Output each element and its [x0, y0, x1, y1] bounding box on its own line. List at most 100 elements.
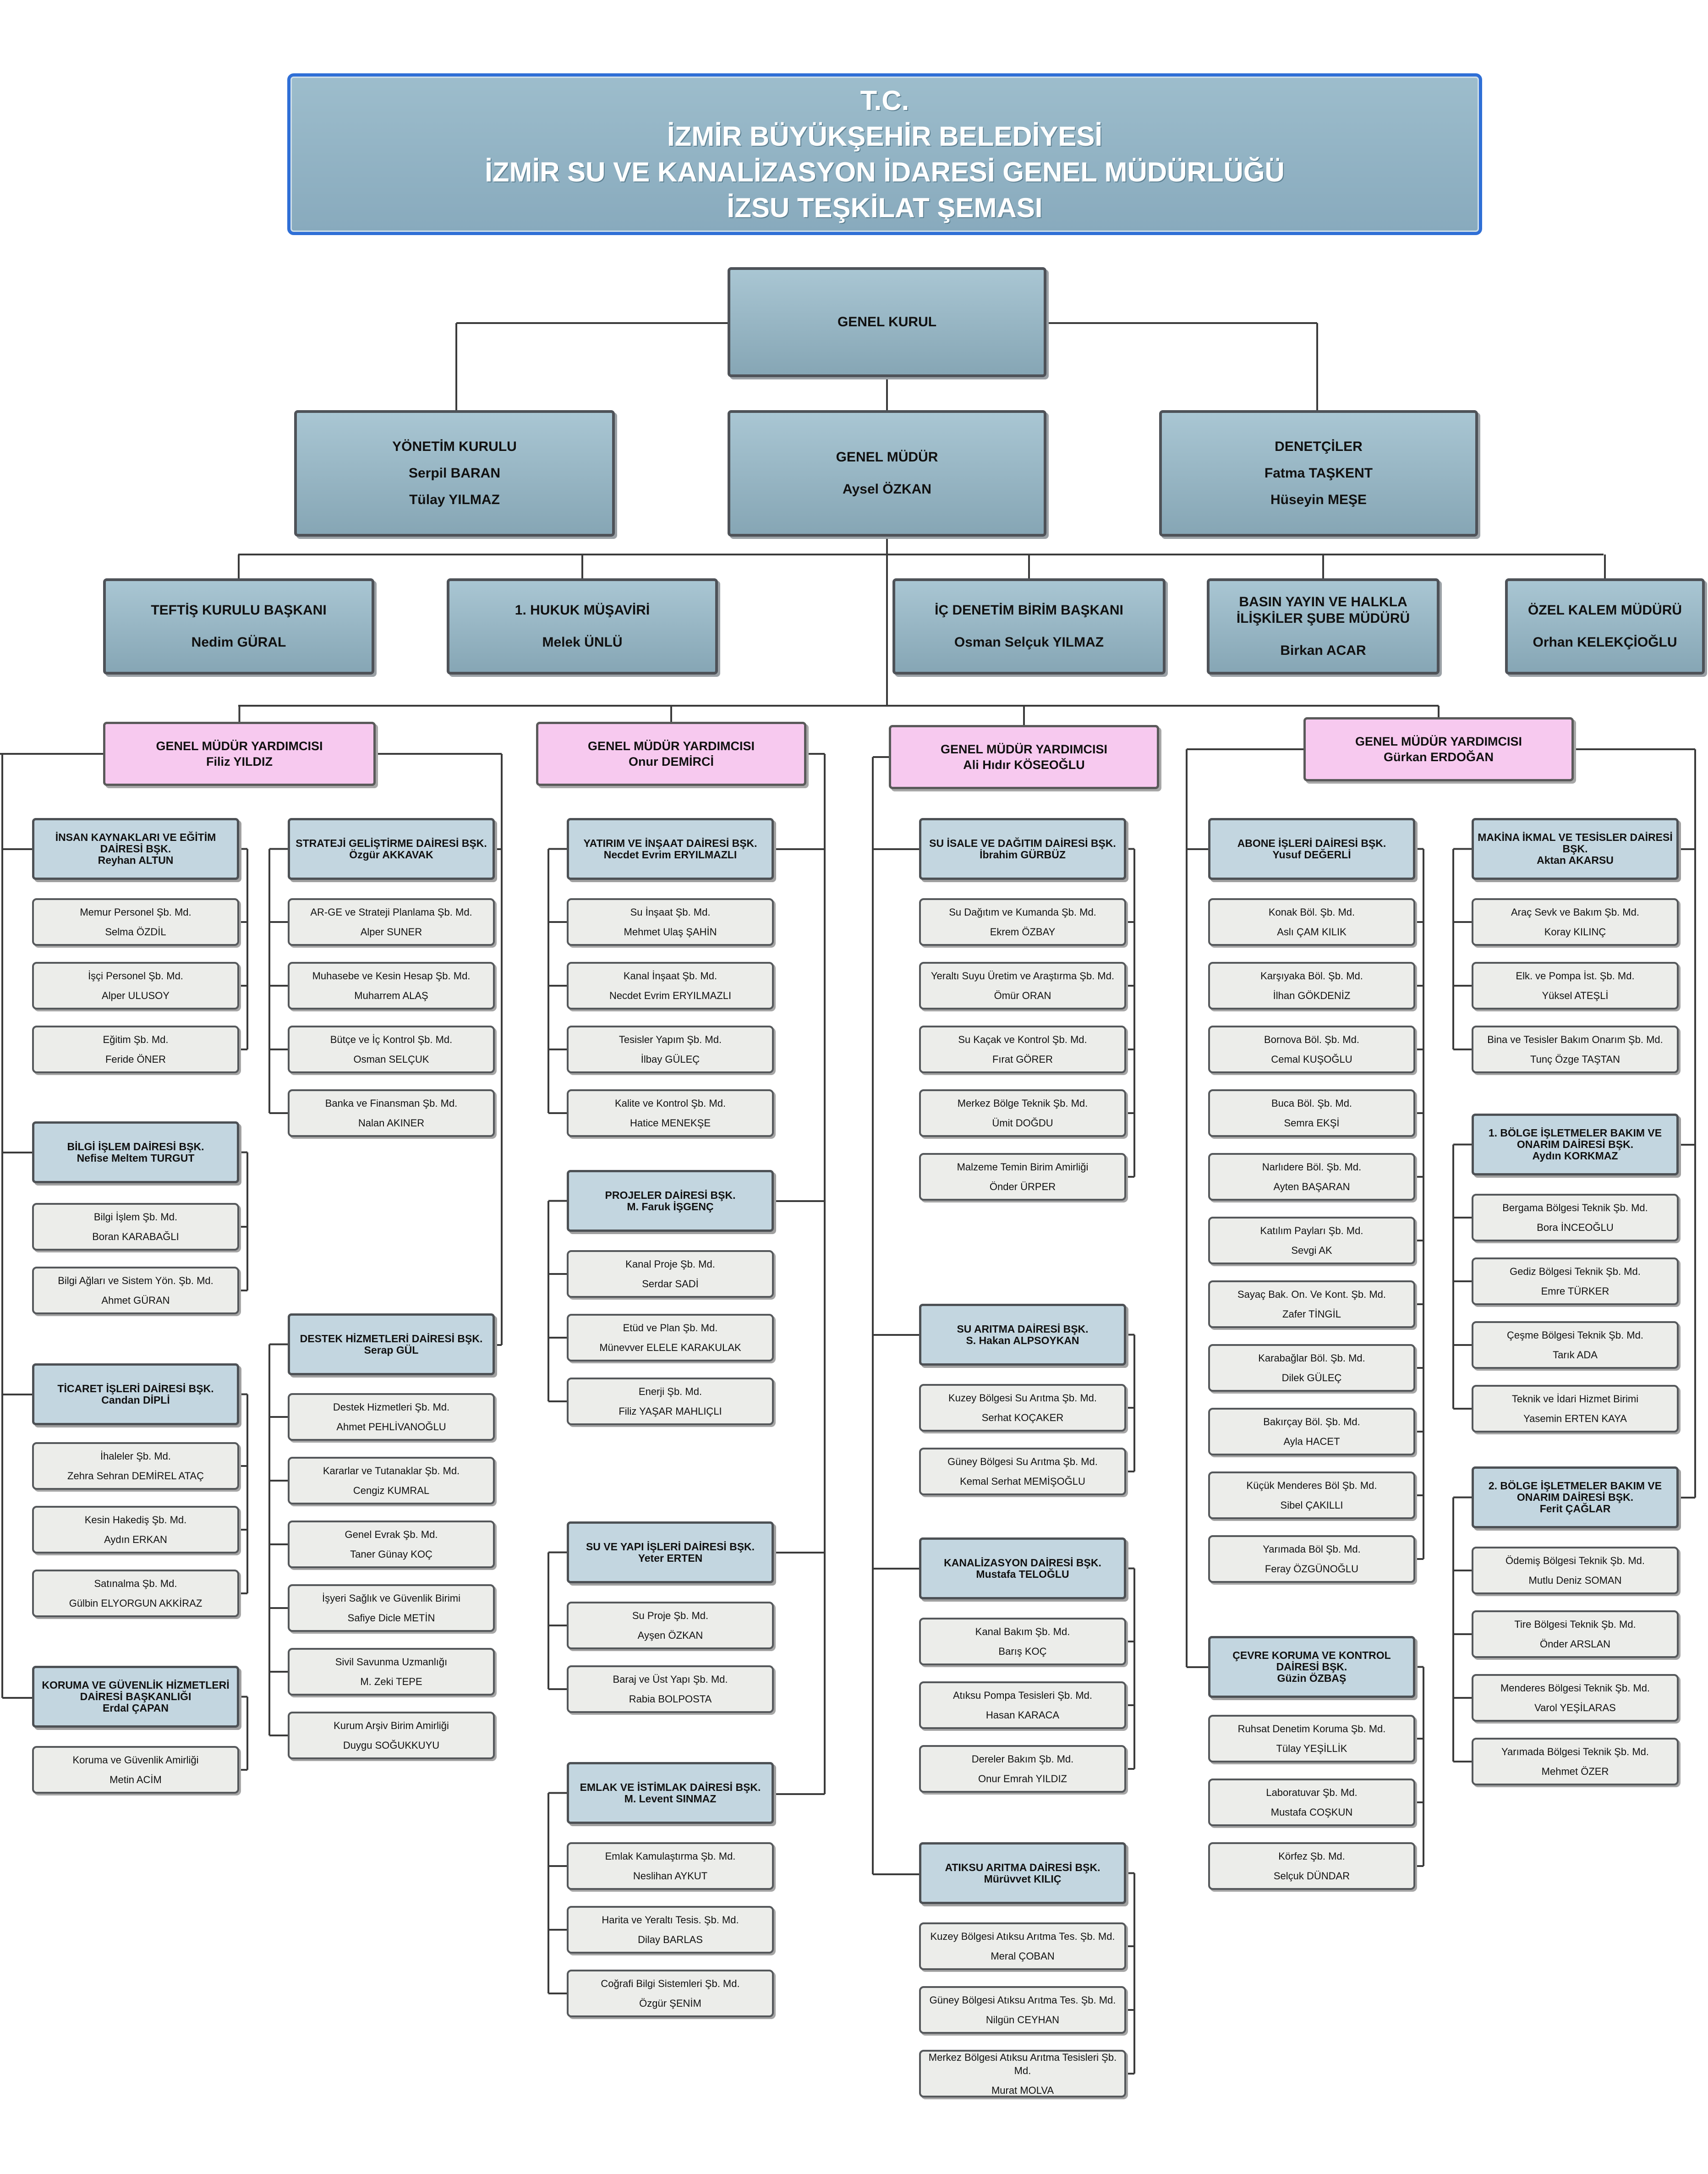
gmy-box-2-title: GENEL MÜDÜR YARDIMCISI — [587, 739, 755, 753]
chart-title: T.C. İZMİR BÜYÜKŞEHİR BELEDİYESİ İZMİR S… — [287, 73, 1482, 235]
unit-box-5-4: Banka ve Finansman Şb. Md. Nalan AKINER — [288, 1089, 495, 1137]
department-box-10-title: EMLAK VE İSTİMLAK DAİRESİ BŞK. — [580, 1781, 761, 1793]
unit-box-12-2-title: Güney Bölgesi Su Arıtma Şb. Md. — [947, 1456, 1098, 1467]
unit-box-12-1-name: Serhat KOÇAKER — [981, 1412, 1064, 1423]
unit-box-1-2-title: İşçi Personel Şb. Md. — [88, 970, 183, 982]
unit-box-5-4-title: Banka ve Finansman Şb. Md. — [325, 1098, 458, 1109]
unit-box-16-1: Ruhsat Denetim Koruma Şb. Md.Tülay YEŞİL… — [1208, 1715, 1415, 1762]
unit-box-6-1-title: Destek Hizmetleri Şb. Md. — [333, 1401, 450, 1413]
unit-box-9-1-title: Su Proje Şb. Md. — [632, 1610, 709, 1621]
unit-box-15-5-title: Narlıdere Böl. Şb. Md. — [1262, 1161, 1362, 1173]
staff-box-4-name: Birkan ACAR — [1280, 643, 1366, 658]
unit-box-5-1: AR-GE ve Strateji Planlama Şb. Md.Alper … — [288, 898, 495, 946]
unit-box-7-2-name: Necdet Evrim ERYILMAZLI — [609, 990, 732, 1001]
department-box-5: STRATEJİ GELİŞTİRME DAİRESİ BŞK.Özgür AK… — [288, 818, 495, 880]
unit-box-6-2-title: Kararlar ve Tutanaklar Şb. Md. — [323, 1465, 460, 1477]
department-box-10-name: M. Levent SINMAZ — [624, 1792, 717, 1805]
department-box-4-title: KORUMA VE GÜVENLİK HİZMETLERİ DAİRESİ BA… — [42, 1679, 230, 1702]
unit-box-18-1-name: Bora İNCEOĞLU — [1537, 1222, 1614, 1233]
unit-box-7-4: Kalite ve Kontrol Şb. Md.Hatice MENEKŞE — [567, 1089, 774, 1137]
department-box-16: ÇEVRE KORUMA VE KONTROL DAİRESİ BŞK.Güzi… — [1208, 1636, 1415, 1698]
unit-box-18-3: Çeşme Bölgesi Teknik Şb. Md.Tarık ADA — [1472, 1321, 1679, 1369]
unit-box-9-2-name: Rabia BOLPOSTA — [629, 1693, 712, 1705]
unit-box-19-4: Yarımada Bölgesi Teknik Şb. Md.Mehmet ÖZ… — [1472, 1738, 1679, 1785]
unit-box-8-3: Enerji Şb. Md.Filiz YAŞAR MAHLIÇLI — [567, 1378, 774, 1425]
staff-box-2-title: 1. HUKUK MÜŞAVİRİ — [515, 603, 650, 618]
unit-box-2-2-name: Ahmet GÜRAN — [101, 1295, 170, 1306]
unit-box-11-4-name: Ümit DOĞDU — [992, 1117, 1053, 1129]
unit-box-10-1-title: Emlak Kamulaştırma Şb. Md. — [605, 1850, 736, 1862]
unit-box-5-4-name: Nalan AKINER — [358, 1117, 425, 1129]
unit-box-13-1: Kanal Bakım Şb. Md.Barış KOÇ — [919, 1618, 1126, 1665]
unit-box-16-1-title: Ruhsat Denetim Koruma Şb. Md. — [1237, 1723, 1386, 1735]
unit-box-11-5-name: Önder ÜRPER — [989, 1181, 1056, 1192]
unit-box-16-2-title: Laboratuvar Şb. Md. — [1266, 1787, 1358, 1798]
unit-box-14-3: Merkez Bölgesi Atıksu Arıtma Tesisleri Ş… — [919, 2050, 1126, 2097]
unit-box-5-1-name: Alper SUNER — [360, 926, 422, 938]
department-box-2-name: Nefise Meltem TURGUT — [77, 1152, 195, 1164]
department-box-2: BİLGİ İŞLEM DAİRESİ BŞK.Nefise Meltem TU… — [32, 1121, 239, 1183]
unit-box-5-3-title: Bütçe ve İç Kontrol Şb. Md. — [330, 1034, 453, 1045]
unit-box-14-3-title: Merkez Bölgesi Atıksu Arıtma Tesisleri Ş… — [928, 2051, 1117, 2076]
department-box-4: KORUMA VE GÜVENLİK HİZMETLERİ DAİRESİ BA… — [32, 1666, 239, 1728]
department-box-5-name: Özgür AKKAVAK — [349, 848, 433, 861]
department-box-16-title: ÇEVRE KORUMA VE KONTROL DAİRESİ BŞK. — [1232, 1649, 1391, 1673]
unit-box-18-2: Gediz Bölgesi Teknik Şb. Md.Emre TÜRKER — [1472, 1257, 1679, 1305]
department-box-7: YATIRIM VE İNŞAAT DAİRESİ BŞK.Necdet Evr… — [567, 818, 774, 880]
department-box-12-title: SU ARITMA DAİRESİ BŞK. — [957, 1323, 1089, 1335]
unit-box-8-2-name: Münevver ELELE KARAKULAK — [599, 1342, 741, 1353]
unit-box-15-11-name: Feray ÖZGÜNOĞLU — [1265, 1563, 1359, 1575]
staff-box-4: BASIN YAYIN VE HALKLA İLİŞKİLER ŞUBE MÜD… — [1207, 578, 1440, 675]
unit-box-15-7-title: Sayaç Bak. On. Ve Kont. Şb. Md. — [1237, 1289, 1386, 1300]
unit-box-7-1: Su İnşaat Şb. Md.Mehmet Ulaş ŞAHİN — [567, 898, 774, 946]
unit-box-17-1: Araç Sevk ve Bakım Şb. Md.Koray KILINÇ — [1472, 898, 1679, 946]
department-box-12: SU ARITMA DAİRESİ BŞK.S. Hakan ALPSOYKAN — [919, 1304, 1126, 1366]
unit-box-14-1: Kuzey Bölgesi Atıksu Arıtma Tes. Şb. Md.… — [919, 1922, 1126, 1970]
unit-box-19-1-title: Ödemiş Bölgesi Teknik Şb. Md. — [1505, 1555, 1645, 1566]
genel-mudur-box-title: GENEL MÜDÜR — [836, 450, 938, 465]
unit-box-3-1: İhaleler Şb. Md.Zehra Sehran DEMİREL ATA… — [32, 1442, 239, 1490]
gmy-box-1-name: Filiz YILDIZ — [206, 755, 273, 769]
staff-box-3-name: Osman Selçuk YILMAZ — [954, 635, 1104, 650]
unit-box-11-2-title: Yeraltı Suyu Üretim ve Araştırma Şb. Md. — [931, 970, 1115, 982]
department-box-16-name: Güzin ÖZBAŞ — [1277, 1672, 1347, 1684]
unit-box-13-2: Atıksu Pompa Tesisleri Şb. Md.Hasan KARA… — [919, 1681, 1126, 1729]
unit-box-14-2-name: Nilgün CEYHAN — [985, 2014, 1060, 2026]
unit-box-7-3-title: Tesisler Yapım Şb. Md. — [619, 1034, 722, 1045]
unit-box-19-3: Menderes Bölgesi Teknik Şb. Md.Varol YEŞ… — [1472, 1674, 1679, 1722]
unit-box-15-5: Narlıdere Böl. Şb. Md.Ayten BAŞARAN — [1208, 1153, 1415, 1201]
unit-box-3-2-title: Kesin Hakediş Şb. Md. — [84, 1514, 187, 1526]
unit-box-15-8: Karabağlar Böl. Şb. Md.Dilek GÜLEÇ — [1208, 1344, 1415, 1392]
unit-box-15-1-title: Konak Böl. Şb. Md. — [1268, 906, 1355, 918]
department-box-3-title: TİCARET İŞLERİ DAİRESİ BŞK. — [57, 1382, 214, 1394]
unit-box-9-2: Baraj ve Üst Yapı Şb. Md.Rabia BOLPOSTA — [567, 1665, 774, 1713]
department-box-19-name: Ferit ÇAĞLAR — [1539, 1503, 1611, 1515]
department-box-15-name: Yusuf DEĞERLİ — [1272, 848, 1351, 861]
unit-box-12-1: Kuzey Bölgesi Su Arıtma Şb. Md.Serhat KO… — [919, 1384, 1126, 1432]
unit-box-11-5-title: Malzeme Temin Birim Amirliği — [957, 1161, 1089, 1173]
unit-box-1-2-name: Alper ULUSOY — [102, 990, 170, 1001]
unit-box-15-6-title: Katılım Payları Şb. Md. — [1260, 1225, 1363, 1236]
unit-box-13-3: Dereler Bakım Şb. Md.Onur Emrah YILDIZ — [919, 1745, 1126, 1793]
unit-box-1-1-title: Memur Personel Şb. Md. — [80, 906, 192, 918]
unit-box-7-1-name: Mehmet Ulaş ŞAHİN — [624, 926, 717, 938]
department-box-18: 1. BÖLGE İŞLETMELER BAKIM VE ONARIM DAİR… — [1472, 1114, 1679, 1175]
title-line-2: İZMİR BÜYÜKŞEHİR BELEDİYESİ — [667, 121, 1103, 152]
unit-box-11-2: Yeraltı Suyu Üretim ve Araştırma Şb. Md.… — [919, 962, 1126, 1010]
unit-box-17-3: Bina ve Tesisler Bakım Onarım Şb. Md.Tun… — [1472, 1026, 1679, 1073]
unit-box-7-4-name: Hatice MENEKŞE — [630, 1117, 711, 1129]
unit-box-2-1-title: Bilgi İşlem Şb. Md. — [93, 1211, 178, 1223]
unit-box-5-2-name: Muharrem ALAŞ — [354, 990, 428, 1001]
unit-box-15-1-name: Aslı ÇAM KILIK — [1277, 926, 1347, 938]
yonetim-kurulu-box-name: Tülay YILMAZ — [409, 492, 500, 507]
unit-box-6-2: Kararlar ve Tutanaklar Şb. Md.Cengiz KUM… — [288, 1457, 495, 1504]
gmy-box-2-name: Onur DEMİRCİ — [629, 755, 714, 769]
department-box-8: PROJELER DAİRESİ BŞK.M. Faruk İŞGENÇ — [567, 1170, 774, 1232]
department-box-11-name: İbrahim GÜRBÜZ — [980, 848, 1066, 861]
